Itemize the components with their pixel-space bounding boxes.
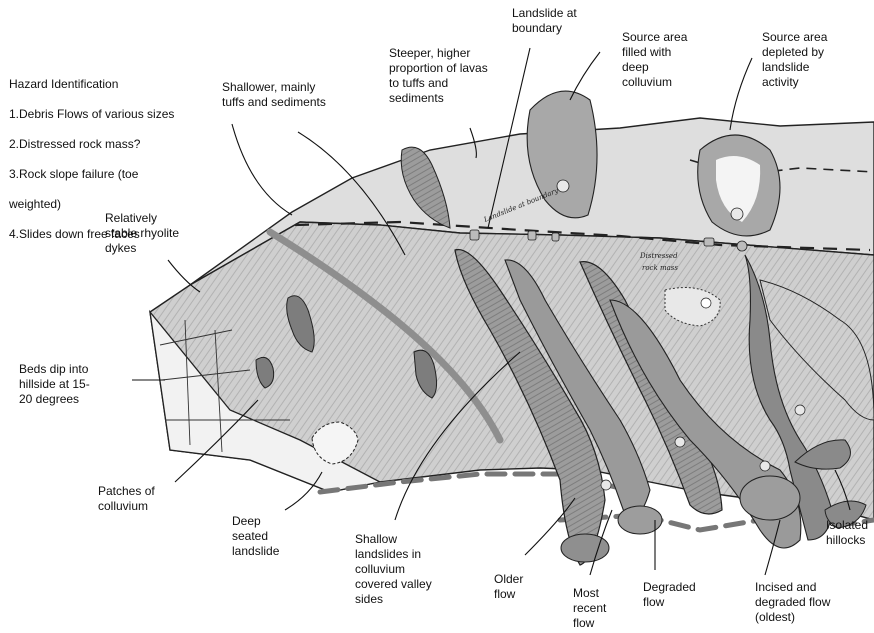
label-deep-seated: Deep seated landslide — [232, 514, 279, 559]
hazard-item: weighted) — [9, 197, 209, 212]
label-isolated: Isolated hillocks — [826, 518, 868, 548]
hazard-title: Hazard Identification — [9, 77, 209, 92]
degraded-flow-lobe — [740, 476, 800, 520]
label-source-filled: Source area filled with deep colluvium — [622, 30, 687, 90]
hazard-item: 1.Debris Flows of various sizes — [9, 107, 209, 122]
sketch-note-distressed-1: Distressed — [639, 252, 678, 260]
label-shallow-landslides: Shallow landslides in colluvium covered … — [355, 532, 432, 607]
label-landslide-boundary: Landslide at boundary — [512, 6, 577, 36]
sketch-note-distressed-2: rock mass — [642, 264, 678, 272]
label-patches: Patches of colluvium — [98, 484, 155, 514]
label-steeper: Steeper, higher proportion of lavas to t… — [389, 46, 488, 106]
label-shallower: Shallower, mainly tuffs and sediments — [222, 80, 326, 110]
label-most-recent: Most recent flow — [573, 586, 606, 631]
label-incised: Incised and degraded flow (oldest) — [755, 580, 830, 625]
hazard-item: 2.Distressed rock mass? — [9, 137, 209, 152]
label-source-depleted: Source area depleted by landslide activi… — [762, 30, 827, 90]
label-degraded-flow: Degraded flow — [643, 580, 696, 610]
label-older-flow: Older flow — [494, 572, 523, 602]
hazard-item: 3.Rock slope failure (toe — [9, 167, 209, 182]
label-beds-dip: Beds dip into hillside at 15- 20 degrees — [19, 362, 90, 407]
label-stable-rhyolite: Relatively stable rhyolite dykes — [105, 211, 179, 256]
